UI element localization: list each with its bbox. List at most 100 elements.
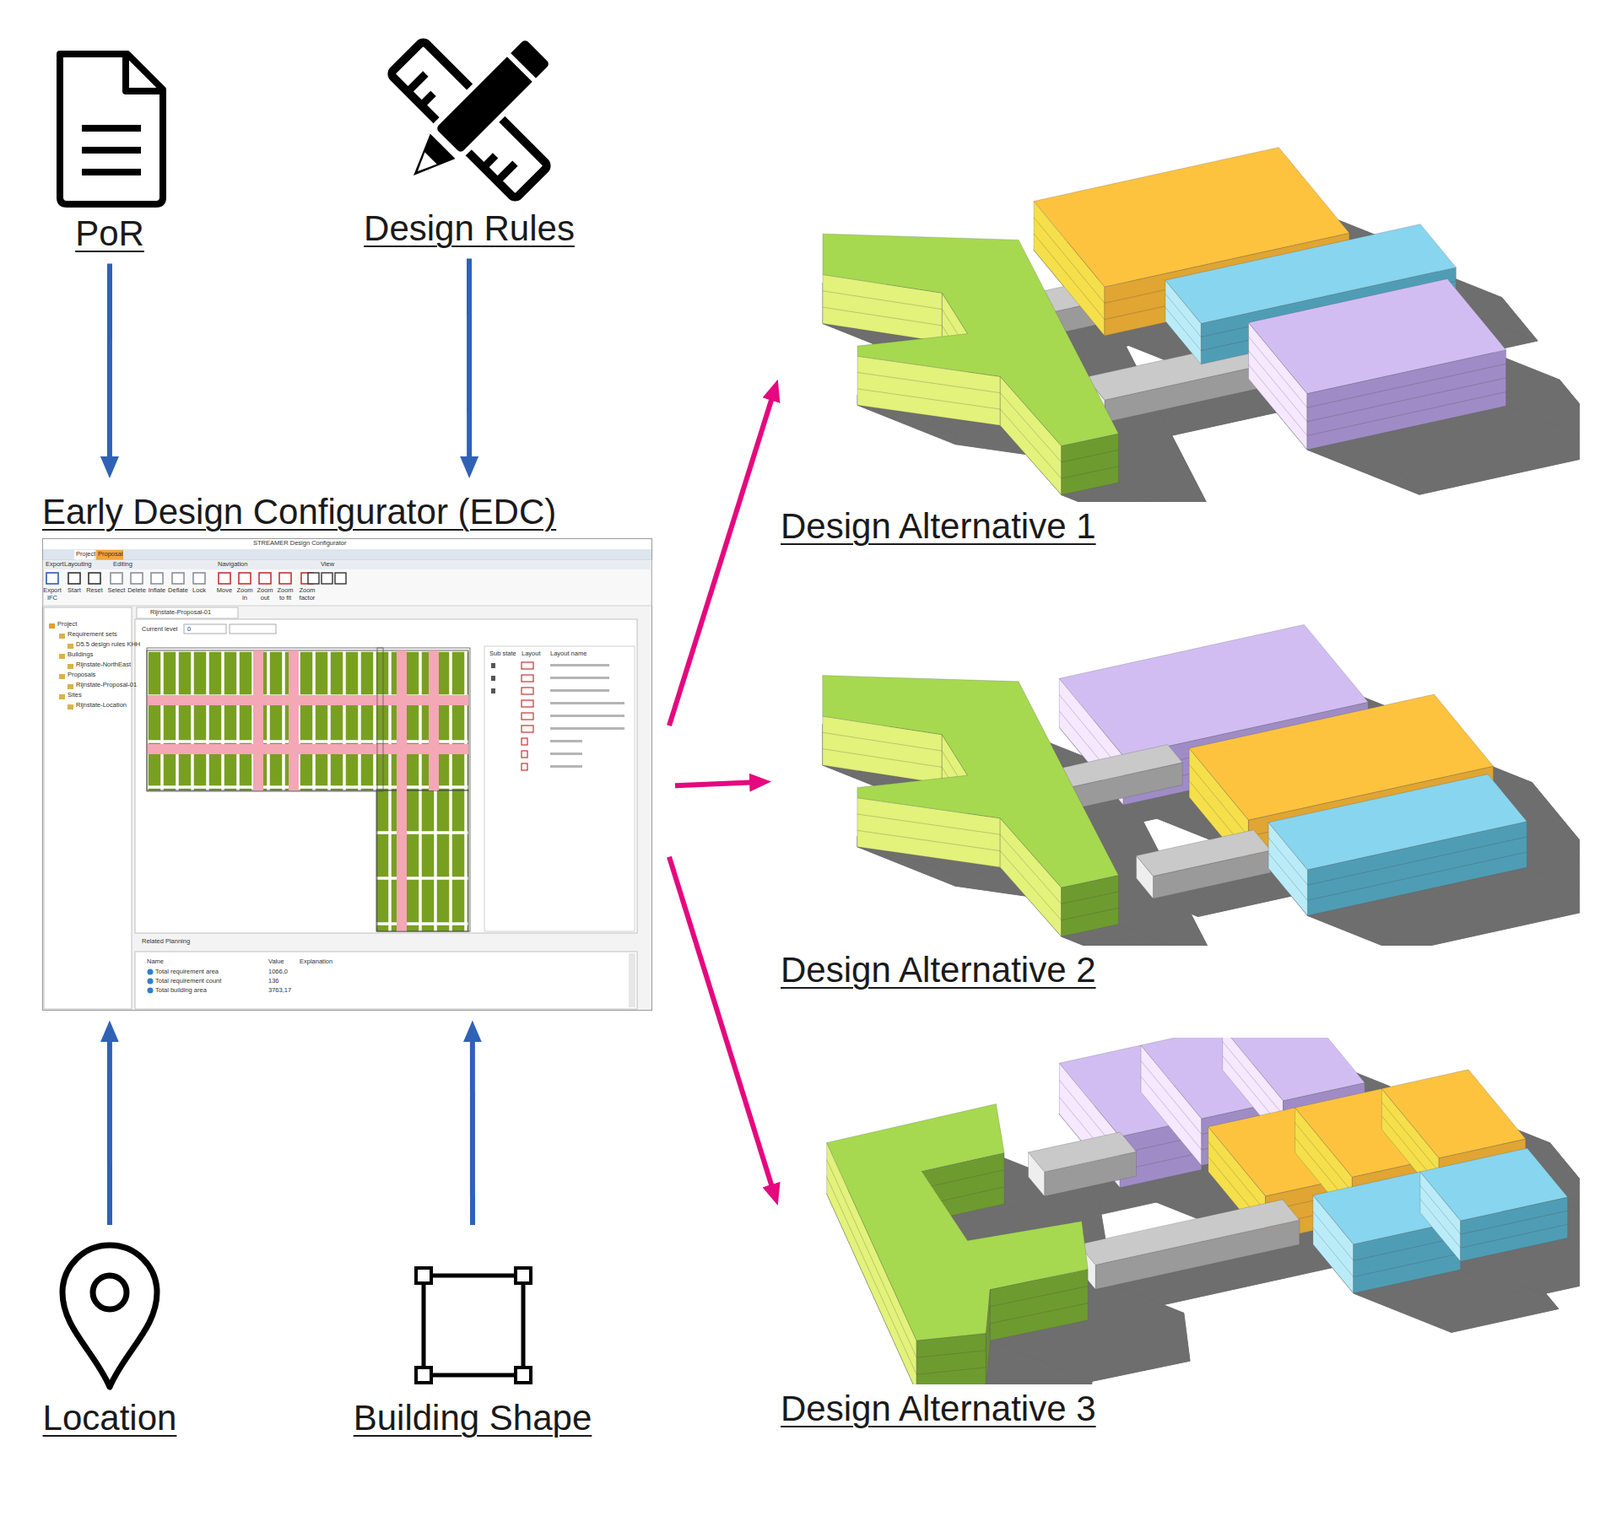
graphic-rect: [550, 676, 610, 680]
building-block: [1248, 279, 1507, 450]
block-roof: [1028, 1132, 1137, 1173]
block-roof: [822, 233, 1119, 446]
label-anchor: Zoom out: [254, 587, 276, 602]
graphic-rect: [110, 572, 123, 584]
ui-text: Total requirement count: [155, 978, 222, 985]
graphic-rect: [521, 713, 534, 720]
graphic-rect: [146, 648, 384, 792]
graphic-rect: [432, 35, 554, 157]
block-roof: [1248, 279, 1507, 395]
diagram-node: Building Shape: [350, 1233, 596, 1440]
graphic-rect: [423, 1275, 524, 1376]
floor-line: [857, 372, 1000, 394]
graphic-circle: [147, 978, 154, 985]
ui-text: Explanation: [299, 958, 333, 966]
graphic-path: [395, 130, 459, 194]
label-anchor: Rijnstate-Proposal-01: [75, 681, 137, 689]
graphic-rect: [515, 1268, 531, 1284]
ui-text: Requirement sets: [67, 631, 118, 638]
floor-line: [1061, 466, 1119, 480]
diagram-node: PoR: [46, 48, 173, 255]
floor-line: [1061, 908, 1119, 921]
label-anchor: Select: [106, 587, 127, 595]
label-anchor: Editing: [113, 561, 133, 568]
label-anchor: Current level: [141, 626, 179, 633]
ui-text: 136: [268, 978, 280, 985]
block-face: [916, 1334, 986, 1385]
graphic-circle: [92, 1275, 127, 1310]
ui-text: Export: [45, 561, 65, 568]
graphic-path: [507, 53, 536, 82]
graphic-rect: [550, 664, 610, 667]
ui-text: 1066,0: [268, 968, 288, 976]
graphic-rect: [321, 572, 333, 584]
label-anchor: Rijnstate-Location: [75, 702, 127, 709]
building-block: [1136, 830, 1271, 899]
label-anchor: Export: [45, 561, 65, 568]
graphic-rect: [43, 539, 653, 1011]
graphic-rect: [550, 689, 610, 692]
ui-text: Rijnstate-Proposal-01: [75, 681, 137, 689]
graphic-rect: [130, 572, 143, 584]
label-anchor: Sites: [67, 691, 82, 699]
label-anchor: Lock: [189, 587, 210, 595]
floor-line: [921, 1170, 1005, 1190]
floor-line: [989, 1286, 1088, 1308]
diagram-node: Design Rules: [360, 35, 579, 250]
label-anchor: Layout: [521, 650, 541, 658]
label-anchor: Reset: [84, 587, 105, 595]
ui-text: Start: [64, 587, 85, 595]
label-anchor: Proposal: [97, 551, 124, 558]
label-anchor: Start: [64, 587, 85, 595]
building-block: [1078, 1200, 1300, 1290]
flow-arrow: [675, 783, 751, 787]
diagram-node: Design Alternative 3: [780, 1037, 1591, 1431]
node-label: Building Shape: [353, 1397, 593, 1440]
diagram-node: Early Design Configurator (EDC) STREAMER…: [42, 487, 667, 1011]
label-anchor: Project: [75, 551, 96, 558]
graphic-g: [146, 650, 469, 932]
label-anchor: Inflate: [146, 587, 168, 595]
ui-text: Zoom in: [234, 587, 255, 602]
ui-text: Proposals: [67, 671, 96, 679]
graphic-rect: [416, 1367, 432, 1384]
ui-text: Total requirement area: [155, 968, 219, 976]
ui-text: Lock: [189, 587, 210, 595]
node-label: Location: [43, 1397, 178, 1440]
floor-line: [1061, 449, 1119, 463]
graphic-rect: [193, 572, 206, 584]
ruler-pencil-icon: [367, 35, 571, 205]
graphic-rect: [428, 650, 439, 791]
ui-text: Total building area: [155, 987, 207, 995]
ui-text: Proposal: [97, 551, 124, 558]
graphic-rect: [68, 572, 81, 584]
ui-text: Export IFC: [42, 587, 63, 602]
graphic-path: [125, 54, 163, 92]
ui-text: Sub state: [489, 650, 517, 658]
graphic-path: [59, 54, 163, 205]
graphic-rect: [491, 663, 496, 669]
graphic-rect: [238, 572, 251, 584]
building-block: [827, 1104, 1088, 1385]
graphic-rect: [521, 662, 534, 670]
ui-text: Select: [106, 587, 127, 595]
ui-text: Rijnstate-Location: [75, 702, 127, 709]
graphic-rect: [550, 765, 583, 768]
graphic-rect: [151, 572, 163, 584]
floor-line: [822, 307, 942, 326]
graphic-rect: [59, 694, 65, 700]
ui-text: Navigation: [217, 561, 248, 568]
graphic-rect: [146, 650, 469, 791]
floor-line: [1353, 1254, 1461, 1278]
floor-line: [857, 389, 1000, 410]
graphic-rect: [376, 790, 469, 932]
graphic-rect: [96, 550, 124, 561]
block-roof: [1420, 1148, 1568, 1222]
floor-line: [1460, 1224, 1568, 1249]
graphic-rect: [43, 607, 132, 1010]
label-anchor: Project: [57, 621, 77, 628]
ui-text: Buildings: [67, 651, 93, 659]
node-label: PoR: [75, 212, 145, 255]
massing-model: [814, 609, 1580, 946]
graphic-rect: [59, 633, 65, 639]
